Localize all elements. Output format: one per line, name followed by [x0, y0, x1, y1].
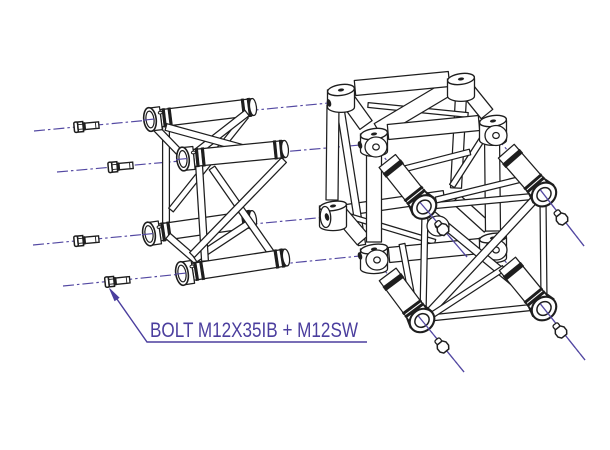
svg-text:BOLT M12X35IB + M12SW: BOLT M12X35IB + M12SW	[150, 319, 358, 342]
